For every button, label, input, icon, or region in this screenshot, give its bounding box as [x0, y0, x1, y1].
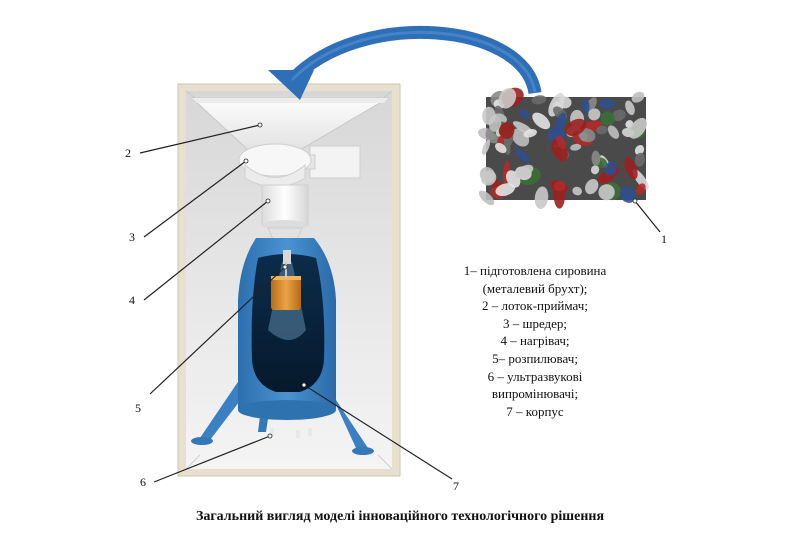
crushed-can — [607, 125, 620, 139]
callout-1: 1 — [661, 232, 667, 246]
crushed-can — [570, 143, 582, 151]
legend-line: 5– розпилювач; — [492, 350, 578, 366]
crushed-can — [515, 164, 534, 179]
crushed-can — [531, 95, 547, 105]
callout-4: 4 — [129, 293, 135, 307]
crushed-can — [598, 184, 615, 201]
crushed-can — [596, 125, 608, 135]
legend-line: 1– підготовлена сировина — [463, 263, 607, 278]
legend-line: 6 – ультразвукові — [487, 368, 583, 384]
scrap-metal-photo — [478, 87, 649, 209]
feed-arrow-head — [268, 70, 314, 100]
heater-element — [271, 262, 301, 310]
crushed-can — [588, 108, 601, 121]
legend-line: 2 – лоток-приймач; — [482, 298, 588, 314]
callout-2: 2 — [125, 146, 131, 160]
crushed-can — [578, 128, 596, 143]
crushed-can — [520, 109, 530, 119]
legend: 1– підготовлена сировина (металевий брух… — [440, 262, 630, 420]
crushed-can — [498, 88, 517, 109]
crushed-can — [532, 112, 551, 130]
crushed-can — [600, 111, 615, 126]
crushed-can — [556, 135, 566, 150]
shredder — [238, 143, 361, 188]
crushed-can — [611, 109, 626, 122]
legend-line: 7 – корпус — [506, 403, 564, 419]
leader-dots — [243, 122, 638, 439]
housing-body — [191, 238, 374, 455]
crushed-can — [599, 99, 615, 109]
legend-line: 4 – нагрівач; — [500, 333, 570, 349]
figure-caption: Загальний вигляд моделі інноваційного те… — [195, 509, 605, 524]
crushed-can — [495, 183, 515, 197]
callout-6: 6 — [140, 475, 146, 489]
crushed-can — [624, 157, 638, 180]
crushed-can — [628, 117, 647, 139]
leader-lines — [139, 124, 661, 483]
callout-5: 5 — [135, 401, 141, 415]
crushed-can — [482, 106, 496, 125]
crushed-can — [590, 165, 600, 175]
crushed-can — [548, 93, 565, 117]
crushed-can — [554, 112, 567, 134]
crushed-can — [499, 122, 515, 139]
crushed-can — [534, 186, 549, 209]
crushed-can — [634, 144, 645, 156]
crushed-can — [625, 100, 635, 116]
crushed-can — [553, 181, 566, 192]
legend-line: випромінювачі; — [491, 386, 579, 402]
crushed-can — [585, 179, 599, 195]
legend-line: 3 – шредер; — [502, 315, 568, 331]
crushed-can — [515, 148, 530, 163]
crushed-can — [636, 183, 646, 195]
crushed-can — [631, 91, 645, 103]
legend-line: (металевий брухт); — [482, 280, 588, 296]
crushed-can — [604, 161, 617, 176]
crushed-can — [620, 186, 636, 203]
crushed-can — [572, 186, 583, 196]
crushed-can — [481, 170, 497, 186]
crushed-can — [565, 118, 587, 137]
crushed-can — [478, 190, 495, 206]
crushed-can — [591, 150, 601, 166]
crushed-can — [495, 142, 507, 154]
callout-7: 7 — [453, 479, 459, 493]
crushed-can — [634, 152, 645, 167]
crushed-can — [481, 139, 491, 155]
crushed-can — [523, 129, 537, 138]
callout-3: 3 — [129, 230, 135, 244]
crushed-can — [582, 98, 590, 114]
